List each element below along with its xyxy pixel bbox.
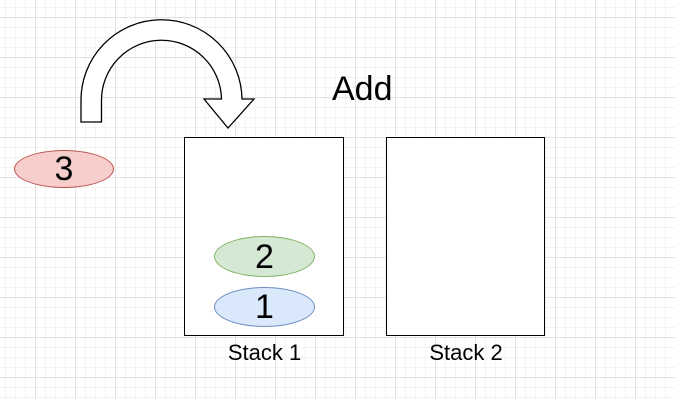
incoming-item-ellipse[interactable]: 3 <box>14 150 114 188</box>
operation-label: Add <box>332 70 393 108</box>
arc-arrow-icon[interactable] <box>75 15 256 131</box>
incoming-item-value: 3 <box>54 150 74 188</box>
canvas-bottom-edge <box>0 399 675 402</box>
stack2-label: Stack 2 <box>429 340 503 365</box>
stack1-item-value: 2 <box>255 237 274 276</box>
stack1-label: Stack 1 <box>227 340 302 365</box>
stack2-rect[interactable] <box>386 137 545 336</box>
stack1-item-value: 1 <box>255 288 274 326</box>
stack1-item-ellipse[interactable]: 2 <box>214 236 315 277</box>
stack1-item-ellipse[interactable]: 1 <box>214 287 315 327</box>
